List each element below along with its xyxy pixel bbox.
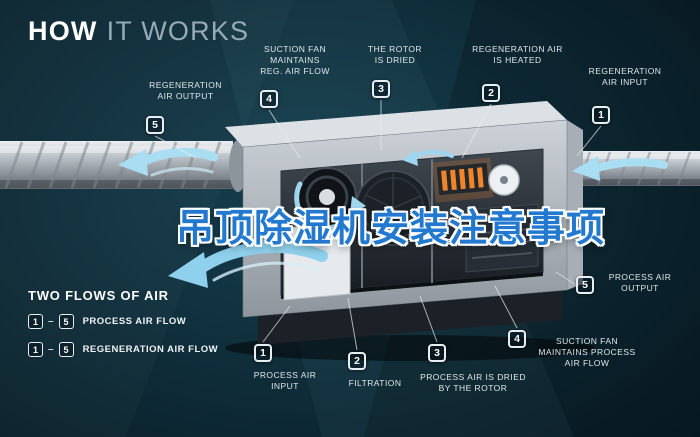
process-step-2-label: FILTRATION	[348, 378, 402, 388]
legend-process-start-badge: 1	[28, 314, 43, 329]
regeneration-heater	[432, 157, 494, 203]
page-title-strong: HOW	[28, 16, 98, 46]
regeneration-step-3-label: THE ROTOR IS DRIED	[368, 44, 422, 66]
legend-row-regeneration: 1 – 5 REGENERATION AIR FLOW	[28, 342, 218, 357]
suction-fan-housing	[465, 203, 539, 273]
air-inlet-disc	[488, 164, 520, 196]
regeneration-step-1-label: REGENERATION AIR INPUT	[588, 66, 662, 88]
regeneration-fan	[297, 167, 357, 227]
regeneration-step-3-badge: 3	[372, 80, 390, 98]
page-title: HOW IT WORKS	[28, 16, 249, 47]
regeneration-step-4-label: SUCTION FAN MAINTAINS REG. AIR FLOW	[260, 44, 330, 77]
regeneration-step-5-label: REGENERATION AIR OUTPUT	[149, 80, 222, 102]
callout-leader-lines	[154, 100, 602, 351]
process-step-3-badge: 3	[428, 344, 446, 362]
machine-top-panel	[225, 101, 567, 147]
legend-regeneration-end-badge: 5	[58, 342, 74, 357]
machine-body	[225, 101, 583, 345]
process-step-2-badge: 2	[348, 352, 366, 370]
regeneration-step-5-badge: 5	[146, 116, 164, 134]
machine-side-panel	[567, 120, 583, 290]
regeneration-step-2-badge: 2	[482, 84, 500, 102]
legend-row-process: 1 – 5 PROCESS AIR FLOW	[28, 314, 186, 329]
legend-dash: –	[48, 344, 54, 355]
regeneration-step-1-badge: 1	[592, 106, 610, 124]
process-step-4-label: SUCTION FAN MAINTAINS PROCESS AIR FLOW	[538, 336, 636, 369]
regeneration-step-4-badge: 4	[260, 90, 278, 108]
overlay-title: 吊顶除湿机安装注意事项	[176, 208, 606, 250]
desiccant-rotor	[355, 170, 431, 246]
legend-dash: –	[48, 316, 54, 327]
regeneration-step-2-label: REGENERATION AIR IS HEATED	[472, 44, 563, 66]
legend-process-label: PROCESS AIR FLOW	[82, 316, 187, 327]
legend-title: TWO FLOWS OF AIR	[28, 288, 169, 303]
process-step-4-badge: 4	[508, 330, 526, 348]
machine-shadow	[225, 335, 595, 361]
legend-regeneration-label: REGENERATION AIR FLOW	[82, 344, 219, 355]
process-step-5-label: PROCESS AIR OUTPUT	[608, 272, 672, 294]
process-step-1-label: PROCESS AIR INPUT	[253, 370, 317, 392]
page-title-rest: IT WORKS	[106, 16, 250, 46]
airflow-arrows	[118, 147, 668, 288]
process-step-1-badge: 1	[254, 344, 272, 362]
process-step-3-label: PROCESS AIR IS DRIED BY THE ROTOR	[420, 372, 526, 394]
process-step-5-badge: 5	[576, 276, 594, 294]
machine-base	[258, 289, 562, 345]
legend-regeneration-start-badge: 1	[28, 342, 43, 357]
legend-process-end-badge: 5	[58, 314, 74, 329]
